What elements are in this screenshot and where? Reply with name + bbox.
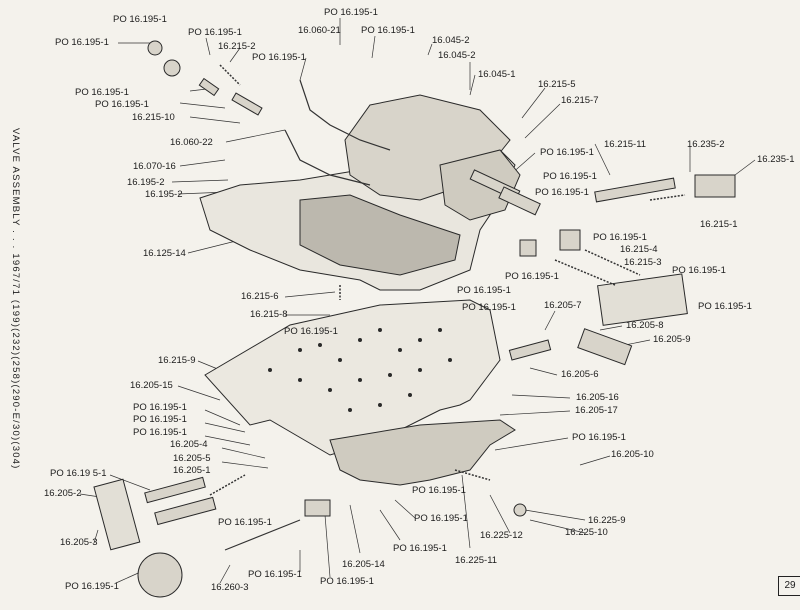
part-label: 16.045-2: [438, 50, 476, 61]
part-label: 16.225-12: [480, 530, 523, 541]
leader-lines: [79, 18, 756, 584]
part-label: PO 16.195-1: [133, 414, 187, 425]
part-label: 16.215-9: [158, 355, 196, 366]
part-label: PO 16.195-1: [75, 87, 129, 98]
part-label: 16.205-4: [170, 439, 208, 450]
lower-valve-body: [329, 419, 516, 486]
valves-and-springs: [137, 40, 736, 598]
part-label: 16.215-1: [700, 219, 738, 230]
part-label: 16.225-10: [565, 527, 608, 538]
part-label: 16.215-4: [620, 244, 658, 255]
part-label: PO 16.19 5-1: [50, 468, 107, 479]
part-label: 16.205-2: [44, 488, 82, 499]
pipes: [224, 79, 391, 551]
part-label: 16.205-17: [575, 405, 618, 416]
part-label: 16.060-21: [298, 25, 341, 36]
cover-plate-right: [597, 273, 688, 326]
page-number: 29: [778, 576, 800, 596]
part-label: 16.235-2: [687, 139, 725, 150]
part-label: PO 16.195-1: [113, 14, 167, 25]
part-label: 16.060-22: [170, 137, 213, 148]
part-label: PO 16.195-1: [361, 25, 415, 36]
part-label: PO 16.195-1: [672, 265, 726, 276]
part-label: PO 16.195-1: [133, 402, 187, 413]
upper-valve-body: [199, 94, 521, 291]
part-label: PO 16.195-1: [218, 517, 272, 528]
part-label: 16.215-8: [250, 309, 288, 320]
part-label: 16.045-1: [478, 69, 516, 80]
part-label: 16.195-2: [145, 189, 183, 200]
part-label: 16.125-14: [143, 248, 186, 259]
part-label: PO 16.195-1: [412, 485, 466, 496]
part-label: PO 16.195-1: [65, 581, 119, 592]
part-label: 16.215-6: [241, 291, 279, 302]
part-label: 16.195-2: [127, 177, 165, 188]
part-label: PO 16.195-1: [457, 285, 511, 296]
part-label: 16.215-5: [538, 79, 576, 90]
part-label: PO 16.195-1: [540, 147, 594, 158]
part-label: PO 16.195-1: [188, 27, 242, 38]
part-label: PO 16.195-1: [462, 302, 516, 313]
part-label: 16.205-6: [561, 369, 599, 380]
part-label: 16.205-5: [173, 453, 211, 464]
part-label: 16.205-16: [576, 392, 619, 403]
part-label: 16.205-8: [626, 320, 664, 331]
part-label: 16.215-2: [218, 41, 256, 52]
part-label: 16.045-2: [432, 35, 470, 46]
separator-plate: [204, 299, 501, 456]
part-label: PO 16.195-1: [393, 543, 447, 554]
part-label: 16.215-3: [624, 257, 662, 268]
part-label: PO 16.195-1: [320, 576, 374, 587]
part-label: 16.205-1: [173, 465, 211, 476]
part-label: 16.260-3: [211, 582, 249, 593]
part-label: PO 16.195-1: [535, 187, 589, 198]
part-label: PO 16.195-1: [248, 569, 302, 580]
cover-plate-left: [93, 478, 141, 551]
part-label: PO 16.195-1: [543, 171, 597, 182]
part-label: 16.205-9: [653, 334, 691, 345]
part-label: PO 16.195-1: [133, 427, 187, 438]
part-label: PO 16.195-1: [414, 513, 468, 524]
part-label: 16.205-14: [342, 559, 385, 570]
part-label: PO 16.195-1: [252, 52, 306, 63]
part-label: PO 16.195-1: [593, 232, 647, 243]
part-label: PO 16.195-1: [324, 7, 378, 18]
gasket-strip: [577, 328, 633, 366]
part-label: PO 16.195-1: [698, 301, 752, 312]
part-label: 16.070-16: [133, 161, 176, 172]
springs: [209, 64, 686, 496]
part-label: PO 16.195-1: [55, 37, 109, 48]
part-label: PO 16.195-1: [284, 326, 338, 337]
part-label: 16.215-11: [604, 139, 647, 150]
part-label: PO 16.195-1: [505, 271, 559, 282]
part-label: 16.205-10: [611, 449, 654, 460]
part-label: 16.215-7: [561, 95, 599, 106]
part-label: PO 16.195-1: [95, 99, 149, 110]
part-label: PO 16.195-1: [572, 432, 626, 443]
part-label: 16.205-15: [130, 380, 173, 391]
part-label: 16.225-9: [588, 515, 626, 526]
part-label: 16.205-3: [60, 537, 98, 548]
part-label: 16.225-11: [455, 555, 498, 566]
diagram-title: VALVE ASSEMBLY . . . 1967/71 (199)(232)(…: [10, 128, 21, 470]
part-label: 16.205-7: [544, 300, 582, 311]
part-label: 16.215-10: [132, 112, 175, 123]
part-label: 16.235-1: [757, 154, 795, 165]
